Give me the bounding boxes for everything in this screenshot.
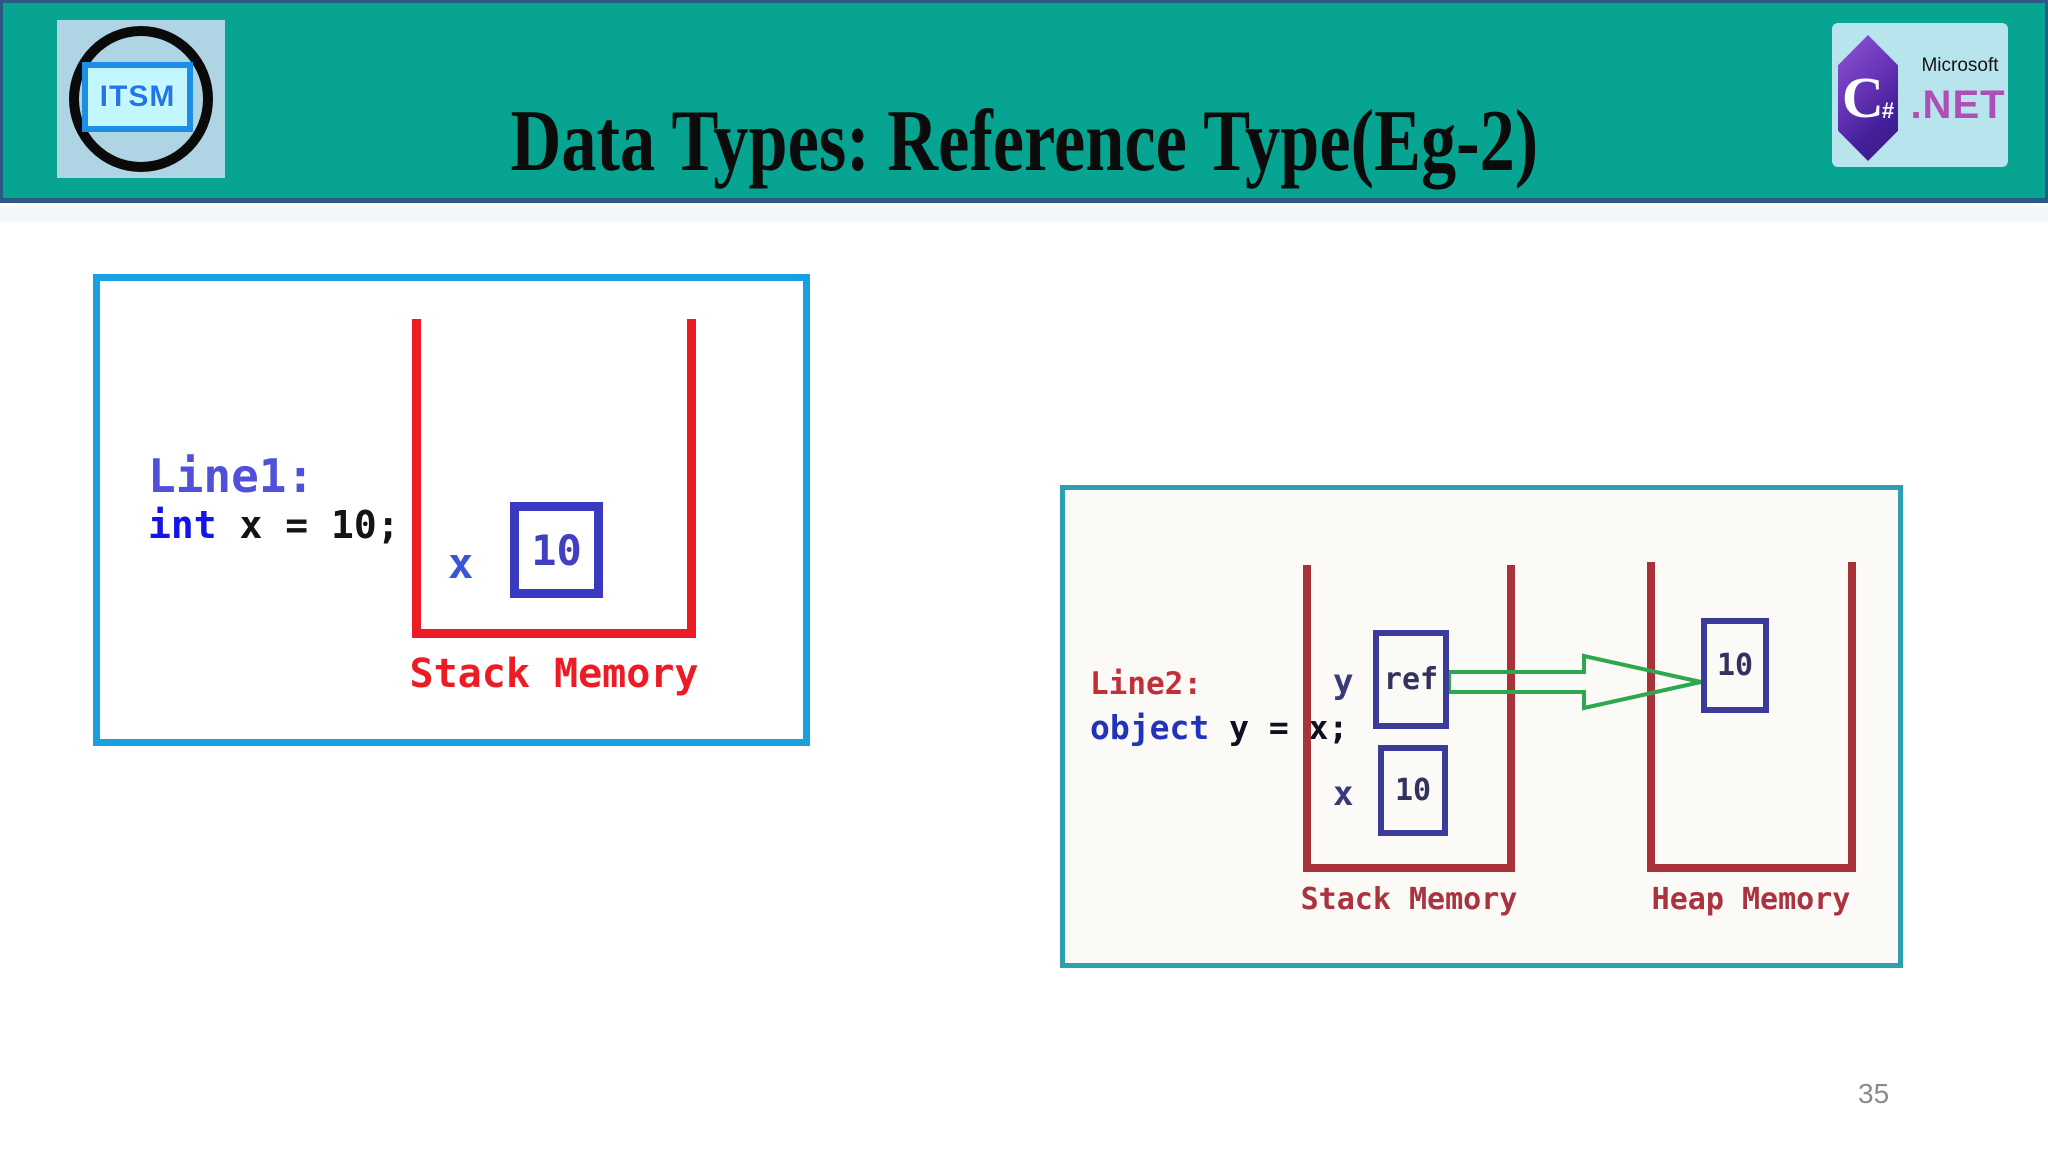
itsm-logo-circle: [69, 26, 213, 172]
line2-code-rest: y = x;: [1209, 708, 1349, 747]
stack-var-x-label: x: [448, 539, 474, 588]
stack-memory-container: [412, 319, 696, 638]
itsm-logo: ITSM: [57, 20, 225, 178]
stack-memory-container: [1303, 565, 1515, 872]
dotnet-logo: C # Microsoft .NET: [1832, 23, 2008, 167]
stack-value-10: 10: [1394, 773, 1432, 808]
stack-var-y-label: y: [1333, 662, 1354, 702]
line1-code: int x = 10;: [148, 503, 400, 547]
microsoft-label: Microsoft: [1921, 55, 1999, 76]
dotnet-label: .NET: [1910, 83, 2006, 127]
line1-label: Line1:: [148, 449, 315, 503]
header-band: [0, 0, 2048, 203]
page-number: 35: [1858, 1078, 1890, 1109]
stack-ref-box: ref: [1373, 630, 1449, 729]
line1-code-rest: x = 10;: [216, 503, 400, 547]
line2-diagram: Line2: object y = x; y ref x 10 10 Stack…: [1060, 485, 1903, 968]
stack-memory-label: Stack Memory: [409, 651, 699, 697]
heap-memory-label: Heap Memory: [1651, 882, 1851, 917]
csharp-hexagon-icon: C #: [1838, 35, 1898, 161]
page-title: Data Types: Reference Type(Eg-2): [510, 93, 1538, 190]
stack-value-box: 10: [510, 502, 603, 598]
header-divider-strip: [0, 206, 2048, 222]
csharp-hash: #: [1881, 98, 1895, 123]
stack-memory-label: Stack Memory: [1300, 882, 1518, 917]
csharp-c: C: [1841, 65, 1884, 130]
line2-label: Line2:: [1090, 666, 1202, 702]
itsm-logo-text: ITSM: [99, 80, 176, 113]
stack-ref-value: ref: [1383, 662, 1439, 697]
line2-keyword: object: [1090, 708, 1210, 747]
itsm-logo-badge: ITSM: [82, 62, 193, 132]
stack-value-10: 10: [531, 525, 582, 575]
line2-code: object y = x;: [1090, 708, 1348, 747]
heap-value-box: 10: [1701, 618, 1769, 713]
heap-memory-container: [1647, 562, 1856, 872]
line1-diagram: Line1: int x = 10; x 10 Stack Memory: [93, 274, 810, 746]
stack-var-x-label: x: [1333, 774, 1354, 814]
line1-keyword: int: [148, 503, 217, 547]
stack-value-box: 10: [1378, 745, 1448, 836]
heap-value-10: 10: [1716, 648, 1754, 683]
